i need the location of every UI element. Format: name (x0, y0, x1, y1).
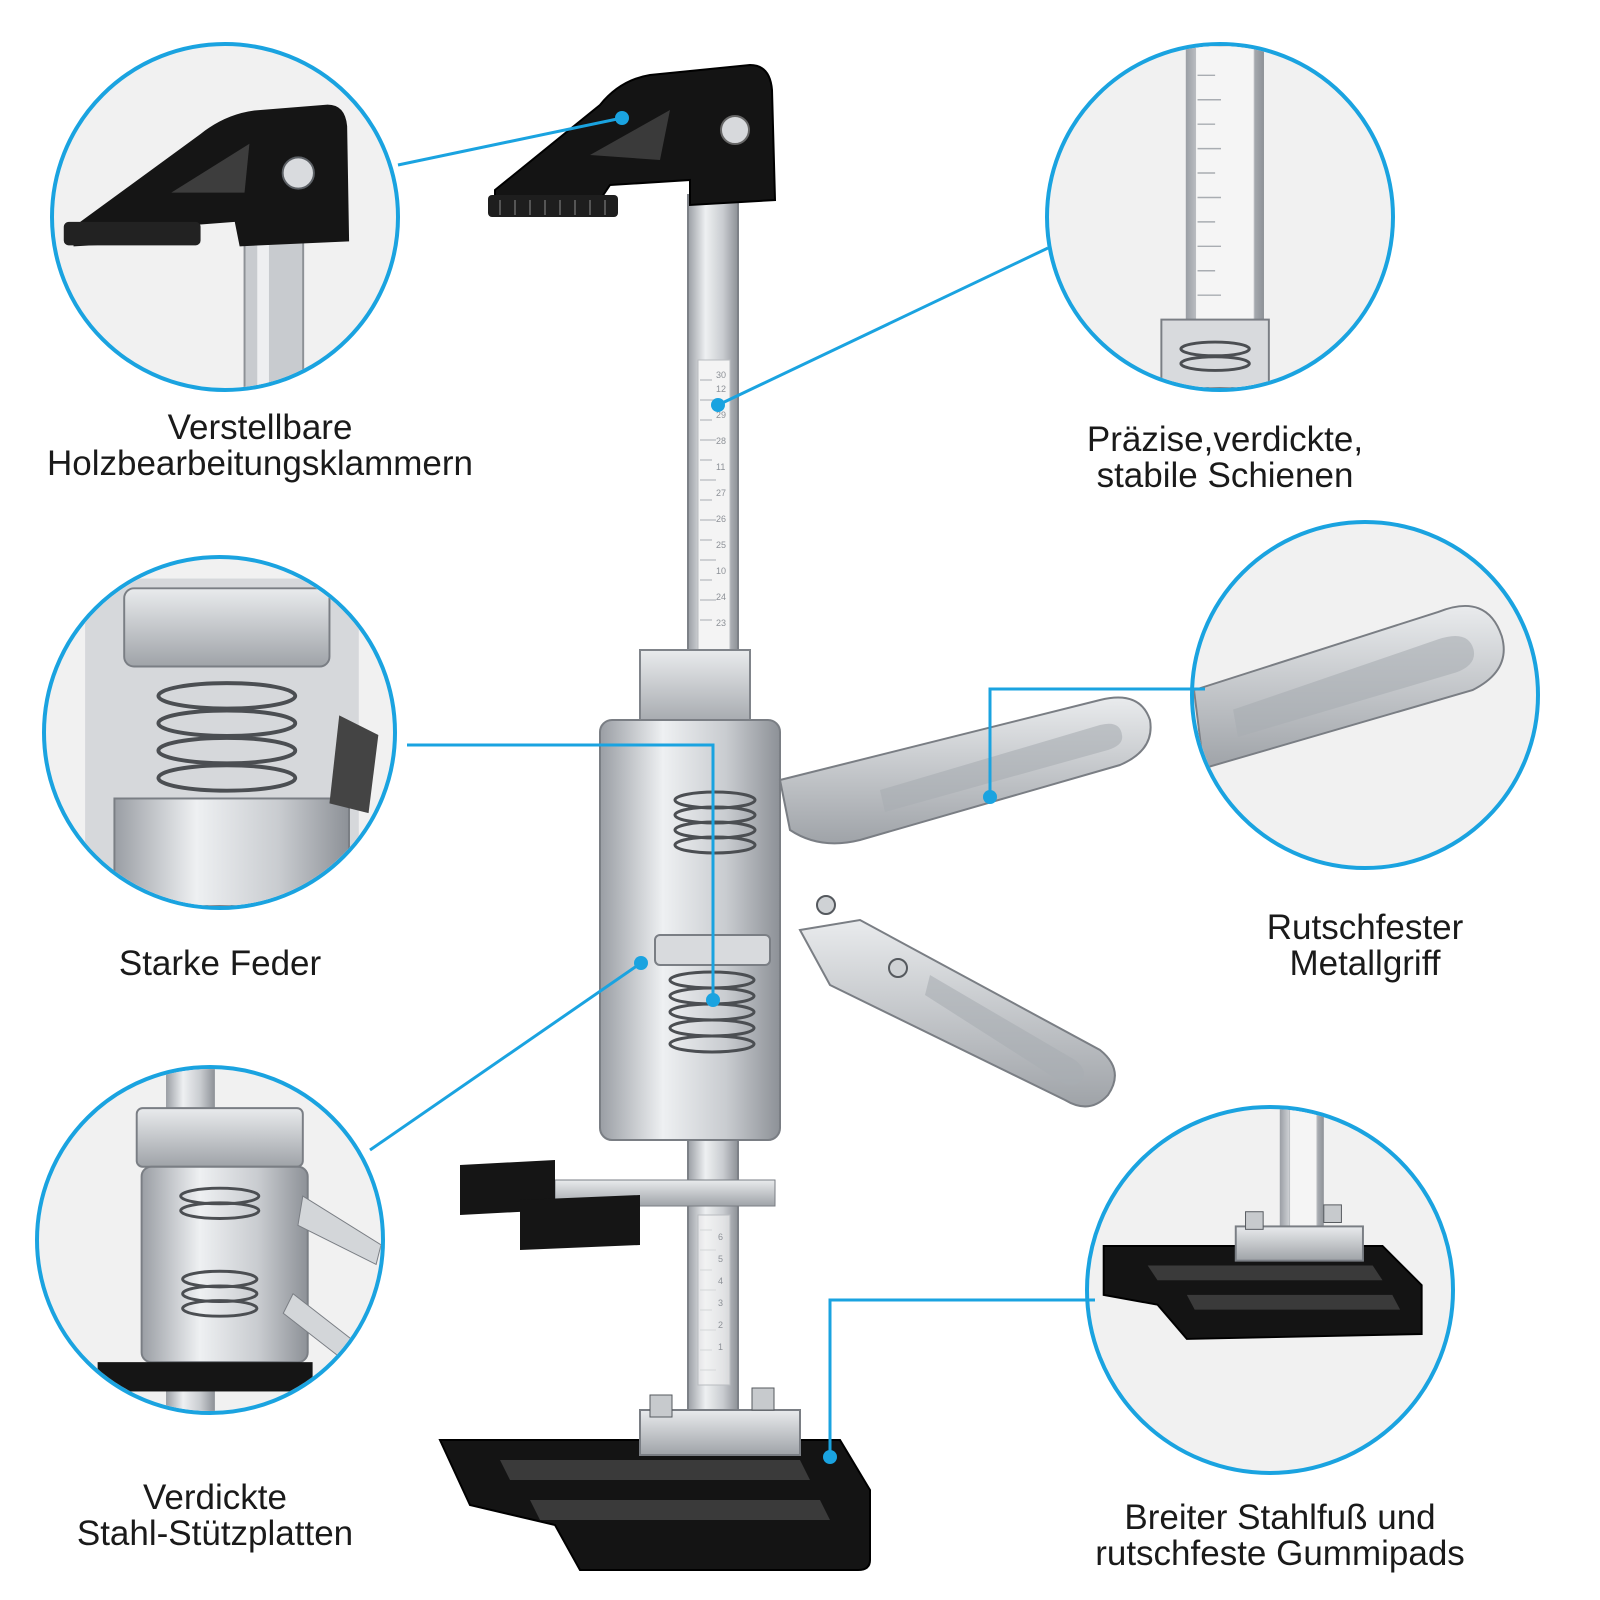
label-line: Präzise,verdickte, (1086, 420, 1364, 459)
handle-detail-icon (1194, 604, 1505, 770)
support-plate-right (520, 1195, 640, 1250)
label-line: Verstellbare (167, 408, 353, 447)
leader-line-plates (369, 961, 642, 1152)
base-detail-icon (1102, 1109, 1423, 1340)
ruler-mark: 27 (716, 488, 726, 498)
rail-scale-strip-lower (697, 1214, 731, 1386)
clamp-detail-icon (63, 104, 350, 388)
ruler-mark: 1 (718, 1342, 723, 1352)
label-line: Starke Feder (118, 944, 322, 983)
label-base: Breiter Stahlfuß und rutschfeste Gummipa… (1030, 1500, 1530, 1572)
base-plate (438, 1439, 871, 1571)
ruler-mark: 28 (716, 436, 726, 446)
ruler-mark: 23 (716, 618, 726, 628)
upper-spring-icon (673, 790, 757, 855)
label-line: Breiter Stahlfuß und (1124, 1498, 1436, 1537)
label-spring: Starke Feder (20, 946, 420, 982)
main-body (599, 719, 781, 1141)
leader-line-clamp (397, 116, 623, 167)
leader-dot-icon (615, 111, 629, 125)
label-line: Stahl-Stützplatten (76, 1514, 354, 1553)
vertical-rail (687, 194, 739, 1411)
top-clamp-pad (488, 195, 618, 217)
upper-handle (778, 696, 1152, 845)
ruler-mark: 11 (716, 462, 725, 472)
label-line: stabile Schienen (1096, 456, 1354, 495)
clamp-knob-icon (720, 115, 750, 145)
callout-circle-base (1085, 1105, 1455, 1475)
leader-dot-icon (983, 790, 997, 804)
leader-dot-icon (706, 993, 720, 1007)
label-clamp: Verstellbare Holzbearbeitungsklammern (10, 410, 510, 482)
label-line: Metallgriff (1289, 944, 1441, 983)
callout-circle-plates (35, 1065, 385, 1415)
base-bolt-icon (649, 1394, 673, 1418)
callout-circle-spring (42, 555, 397, 910)
leader-line-base (828, 1298, 1095, 1457)
top-clamp (494, 63, 777, 212)
label-line: Verdickte (143, 1478, 287, 1517)
ruler-mark: 12 (716, 384, 726, 394)
callout-circle-rail (1045, 42, 1395, 392)
ruler-mark: 29 (716, 410, 726, 420)
callout-circle-clamp (50, 42, 400, 392)
leader-dot-icon (711, 398, 725, 412)
ruler-mark: 10 (716, 566, 726, 576)
label-plates: Verdickte Stahl-Stützplatten (20, 1480, 410, 1552)
label-rail: Präzise,verdickte, stabile Schienen (1000, 422, 1450, 494)
ruler-mark: 4 (718, 1276, 723, 1286)
leader-dot-icon (823, 1450, 837, 1464)
leader-line-spring (407, 743, 715, 1000)
lower-spring-icon (668, 970, 756, 1054)
ruler-mark: 30 (716, 370, 726, 380)
handle-pivot-icon (888, 958, 908, 978)
leader-line-handle (988, 687, 1205, 797)
support-plate-left (460, 1160, 555, 1215)
ruler-mark: 6 (718, 1232, 723, 1242)
ruler-mark: 5 (718, 1254, 723, 1264)
leader-line-rail (717, 246, 1049, 407)
spring-housing (639, 649, 751, 731)
rail-scale-ticks (700, 379, 716, 1371)
rail-scale-strip (697, 359, 731, 651)
label-line: rutschfeste Gummipads (1095, 1534, 1465, 1573)
base-rail-mount (639, 1409, 801, 1456)
spring-detail-icon (85, 578, 379, 906)
ruler-mark: 26 (716, 514, 726, 524)
label-line: Holzbearbeitungsklammern (46, 444, 474, 483)
lower-handle (798, 918, 1116, 1108)
base-bolt-icon (751, 1387, 775, 1411)
ruler-mark: 24 (716, 592, 726, 602)
ruler-mark: 2 (718, 1320, 723, 1330)
ruler-mark: 3 (718, 1298, 723, 1308)
label-handle: Rutschfester Metallgriff (1190, 910, 1540, 982)
callout-circle-handle (1190, 520, 1540, 870)
support-plate-bar (554, 1179, 776, 1207)
rail-detail-icon (1160, 46, 1270, 388)
ruler-mark: 25 (716, 540, 726, 550)
plates-detail-icon (97, 1069, 381, 1411)
label-line: Rutschfester (1266, 908, 1464, 947)
handle-pivot-icon (816, 895, 836, 915)
leader-dot-icon (634, 956, 648, 970)
